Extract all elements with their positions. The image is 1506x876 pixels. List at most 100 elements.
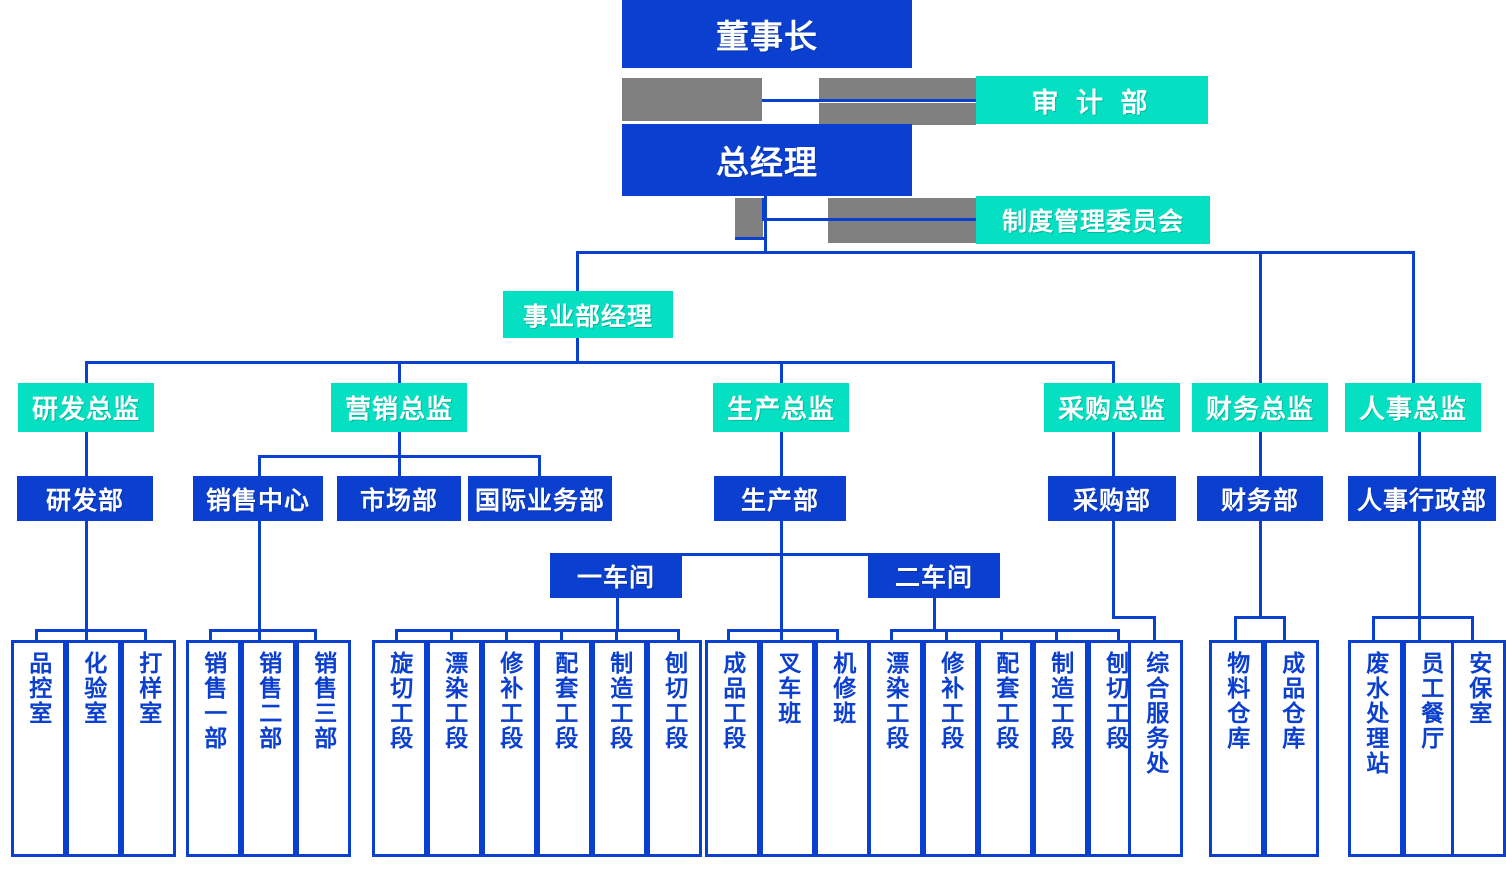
node-dept-market[interactable]: 市场部 bbox=[337, 476, 461, 521]
unit-label: 配套工段 bbox=[551, 651, 578, 751]
shadow-bar-gm-right-bottom bbox=[828, 221, 976, 243]
connector-finance-dept bbox=[1259, 432, 1262, 476]
unit-hr-1[interactable]: 员工餐厅 bbox=[1403, 640, 1458, 857]
unit-w2-0[interactable]: 漂染工段 bbox=[868, 640, 923, 857]
unit-sales-0[interactable]: 销售一部 bbox=[186, 640, 241, 857]
node-director-purchase[interactable]: 采购总监 bbox=[1044, 383, 1180, 432]
bus-workshop2-units bbox=[890, 629, 1120, 632]
connector-gm-committee-stub bbox=[762, 198, 765, 220]
connector-division-manager-down bbox=[576, 338, 579, 363]
unit-label: 机修班 bbox=[829, 651, 856, 726]
unit-w1-1[interactable]: 漂染工段 bbox=[427, 640, 482, 857]
unit-label: 旋切工段 bbox=[386, 651, 413, 751]
unit-label: 成品工段 bbox=[719, 651, 746, 751]
node-dept-sales-center[interactable]: 销售中心 bbox=[193, 476, 323, 521]
drop-director-marketing bbox=[398, 361, 401, 383]
node-general-manager[interactable]: 总经理 bbox=[622, 124, 912, 196]
node-dept-production[interactable]: 生产部 bbox=[714, 476, 846, 521]
connector-production-down bbox=[780, 521, 783, 631]
connector-workshop1-down bbox=[616, 598, 619, 631]
unit-purchase-0[interactable]: 综合服务处 bbox=[1128, 640, 1183, 857]
node-director-production[interactable]: 生产总监 bbox=[713, 383, 849, 432]
drop-w1-0 bbox=[395, 629, 398, 642]
node-division-manager[interactable]: 事业部经理 bbox=[503, 291, 673, 338]
connector-hr-dept-down bbox=[1418, 521, 1421, 618]
node-workshop-2[interactable]: 二车间 bbox=[868, 553, 1000, 598]
bus-workshops bbox=[616, 553, 936, 556]
drop-sales-unit-1 bbox=[258, 629, 261, 642]
node-director-finance[interactable]: 财务总监 bbox=[1192, 383, 1328, 432]
shadow-bar-chairman-left bbox=[622, 78, 762, 121]
node-chairman[interactable]: 董事长 bbox=[622, 0, 912, 68]
drop-finance-unit-1 bbox=[1283, 616, 1286, 642]
unit-label: 漂染工段 bbox=[882, 651, 909, 751]
unit-label: 刨切工段 bbox=[661, 651, 688, 751]
bus-finance-units bbox=[1234, 616, 1286, 619]
unit-w1-5[interactable]: 刨切工段 bbox=[647, 640, 702, 857]
unit-w2-2[interactable]: 配套工段 bbox=[978, 640, 1033, 857]
unit-pd-2[interactable]: 机修班 bbox=[815, 640, 870, 857]
drop-pd-1 bbox=[780, 629, 783, 642]
node-dept-international[interactable]: 国际业务部 bbox=[468, 476, 612, 521]
node-dept-hr-admin[interactable]: 人事行政部 bbox=[1348, 476, 1496, 521]
connector-sales-center-down bbox=[258, 521, 261, 631]
unit-hr-2[interactable]: 安保室 bbox=[1451, 640, 1506, 857]
drop-to-hr-director bbox=[1412, 251, 1415, 383]
unit-sales-2[interactable]: 销售三部 bbox=[296, 640, 351, 857]
unit-w1-0[interactable]: 旋切工段 bbox=[372, 640, 427, 857]
unit-finance-1[interactable]: 成品仓库 bbox=[1264, 640, 1319, 857]
shadow-bar-chairman-right-bottom bbox=[819, 103, 976, 125]
node-dept-rnd[interactable]: 研发部 bbox=[17, 476, 153, 521]
drop-pd-2 bbox=[836, 629, 839, 642]
drop-to-finance-director bbox=[1259, 251, 1262, 383]
bus-rnd-units bbox=[35, 629, 147, 632]
drop-w2-0 bbox=[890, 629, 893, 642]
drop-market-dept bbox=[398, 455, 401, 476]
unit-w1-4[interactable]: 制造工段 bbox=[592, 640, 647, 857]
connector-purchase-dept-down bbox=[1112, 521, 1115, 618]
drop-w1-4 bbox=[615, 629, 618, 642]
unit-finance-0[interactable]: 物料仓库 bbox=[1209, 640, 1264, 857]
connector-chairman-audit bbox=[762, 99, 976, 102]
connector-production-dept bbox=[780, 432, 783, 476]
unit-label: 化验室 bbox=[80, 651, 107, 726]
unit-rnd-0[interactable]: 品控室 bbox=[11, 640, 66, 857]
unit-label: 废水处理站 bbox=[1362, 651, 1389, 776]
unit-pd-1[interactable]: 叉车班 bbox=[760, 640, 815, 857]
drop-w2-2 bbox=[1000, 629, 1003, 642]
unit-w2-3[interactable]: 制造工段 bbox=[1033, 640, 1088, 857]
drop-w2-4 bbox=[1117, 629, 1120, 642]
node-audit-dept[interactable]: 审 计 部 bbox=[976, 76, 1208, 124]
unit-hr-0[interactable]: 废水处理站 bbox=[1348, 640, 1403, 857]
node-director-marketing[interactable]: 营销总监 bbox=[331, 383, 467, 432]
bus-directors bbox=[85, 361, 1115, 364]
node-system-committee[interactable]: 制度管理委员会 bbox=[976, 196, 1210, 244]
unit-w2-1[interactable]: 修补工段 bbox=[923, 640, 978, 857]
connector-marketing-dept bbox=[398, 432, 401, 457]
bus-top-level bbox=[576, 251, 1414, 254]
drop-w1-2 bbox=[505, 629, 508, 642]
unit-label: 物料仓库 bbox=[1223, 651, 1250, 751]
unit-rnd-2[interactable]: 打样室 bbox=[121, 640, 176, 857]
node-workshop-1[interactable]: 一车间 bbox=[550, 553, 682, 598]
unit-label: 制造工段 bbox=[606, 651, 633, 751]
unit-label: 配套工段 bbox=[992, 651, 1019, 751]
drop-w2-1 bbox=[945, 629, 948, 642]
unit-w1-3[interactable]: 配套工段 bbox=[537, 640, 592, 857]
node-dept-purchase[interactable]: 采购部 bbox=[1048, 476, 1176, 521]
node-director-rnd[interactable]: 研发总监 bbox=[18, 383, 154, 432]
drop-pd-0 bbox=[727, 629, 730, 642]
drop-to-division-manager bbox=[576, 251, 579, 291]
unit-rnd-1[interactable]: 化验室 bbox=[66, 640, 121, 857]
unit-label: 叉车班 bbox=[774, 651, 801, 726]
unit-w1-2[interactable]: 修补工段 bbox=[482, 640, 537, 857]
unit-sales-1[interactable]: 销售二部 bbox=[241, 640, 296, 857]
node-dept-finance[interactable]: 财务部 bbox=[1197, 476, 1323, 521]
node-director-hr[interactable]: 人事总监 bbox=[1345, 383, 1481, 432]
connector-rnd-dept bbox=[85, 432, 88, 476]
drop-intl-dept bbox=[538, 455, 541, 476]
unit-label: 成品仓库 bbox=[1278, 651, 1305, 751]
unit-pd-0[interactable]: 成品工段 bbox=[705, 640, 760, 857]
connector-gm-committee bbox=[762, 218, 976, 221]
